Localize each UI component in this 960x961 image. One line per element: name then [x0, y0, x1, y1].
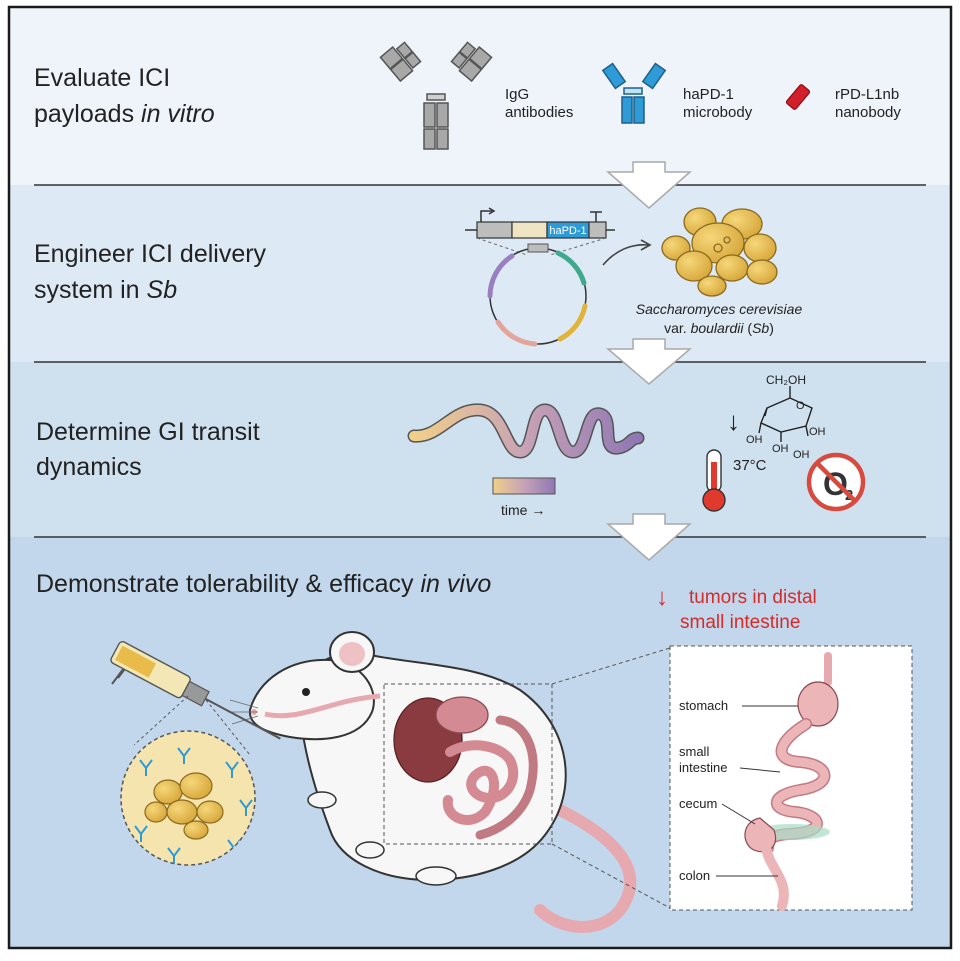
igg-label-line1: IgG: [505, 86, 529, 103]
mouse-intestine: [442, 740, 519, 825]
label-cecum: cecum: [679, 796, 717, 811]
panel-1-title-line2: payloads in vitro: [34, 100, 215, 128]
nanobody-icon: [785, 84, 811, 110]
outcome-arrow: ↓: [656, 584, 668, 611]
panel-1-title-plain: payloads: [34, 100, 141, 128]
glucose-ring-o: O: [796, 400, 805, 412]
yeast-paren-open: (: [744, 320, 753, 336]
glucose-oh-2: OH: [772, 443, 789, 455]
yeast-var-prefix: var.: [664, 320, 690, 336]
time-label: time →: [501, 502, 545, 518]
mouse-esophagus: [264, 693, 381, 719]
yeast-name-line1: Saccharomyces cerevisiae: [636, 301, 803, 317]
time-gradient-bar: [492, 477, 556, 495]
yeast-name-line2: var. boulardii (Sb): [664, 320, 774, 336]
glucose-ch2oh: CH₂OH: [766, 373, 806, 387]
nanobody-label-line2: nanobody: [835, 104, 901, 121]
panel-4-title: Demonstrate tolerability & efficacy in v…: [36, 570, 491, 598]
inset-cecum: [744, 817, 777, 853]
zoom-circle: [120, 730, 256, 866]
label-small-line2: intestine: [679, 760, 727, 775]
outcome-line1: tumors in distal: [689, 587, 817, 608]
temperature-label: 37°C: [733, 457, 767, 474]
yeast-var-name: boulardii: [691, 320, 745, 336]
no-oxygen-icon: O 2: [806, 452, 866, 512]
label-colon: colon: [679, 868, 710, 883]
panel-3-title-line1: Determine GI transit: [36, 418, 260, 446]
panel-3-background: [10, 362, 950, 537]
microbody-label-line1: haPD-1: [683, 86, 734, 103]
panel-1-title-line1: Evaluate ICI: [34, 64, 170, 92]
yeast-paren-close: ): [769, 320, 774, 336]
transform-arrow: [602, 244, 649, 266]
mouse-tail: [534, 804, 637, 933]
yeast-cluster: [661, 207, 778, 297]
mouse-eye: [302, 688, 310, 696]
terminator-icon: [590, 211, 602, 222]
glucose-oh-3: OH: [809, 426, 826, 438]
glucose-icon: [758, 386, 813, 442]
outer-frame: [7, 5, 953, 950]
panel-2-title-italic: Sb: [147, 276, 178, 304]
panel-1-title-italic: in vitro: [141, 100, 215, 128]
label-small-line1: small: [679, 744, 709, 759]
mouse-illustration: [228, 631, 637, 933]
gi-inset: stomach small intestine cecum colon: [669, 645, 913, 911]
nanobody-label-line1: rPD-L1nb: [835, 86, 899, 103]
inset-stomach: [797, 681, 839, 727]
microbody-icon: [601, 62, 667, 124]
low-sugar-arrow: ↓: [727, 406, 740, 436]
gene-label: haPD-1: [549, 225, 586, 237]
outcome-line2: small intestine: [680, 612, 800, 633]
promoter-arrow-icon: [480, 210, 492, 222]
syringe-icon: [110, 641, 281, 740]
plasmid-icon: [487, 243, 588, 347]
label-stomach: stomach: [679, 698, 728, 713]
mouse-back-paw: [415, 866, 457, 886]
microbody-label-line2: microbody: [683, 104, 753, 121]
glucose-oh-1: OH: [746, 434, 763, 446]
gene-cassette: haPD-1: [465, 207, 615, 239]
panel-4-title-plain: Demonstrate tolerability & efficacy: [36, 570, 420, 598]
yeast-abbrev: Sb: [752, 320, 769, 336]
panel-3-title-line2: dynamics: [36, 453, 142, 481]
igg-antibody-icon: [379, 41, 493, 150]
flow-arrow-2: [605, 338, 693, 385]
panel-2-title-line2: system in Sb: [34, 276, 177, 304]
panel-2-title-plain: system in: [34, 276, 147, 304]
igg-label-line2: antibodies: [505, 104, 573, 121]
mouse-head: [248, 658, 375, 741]
panel-2-background: [10, 185, 950, 362]
glucose-oh-4: OH: [793, 449, 810, 461]
panel-2-title-line1: Engineer ICI delivery: [34, 240, 267, 268]
panel-1-background: [10, 8, 950, 185]
mouse-front-paw: [307, 791, 337, 809]
flow-arrow-1: [606, 161, 692, 209]
flow-arrow-3: [606, 513, 692, 561]
panel-4-title-italic: in vivo: [420, 570, 491, 598]
mouse-stomach: [435, 696, 489, 734]
organ-zoom-box: [383, 683, 553, 845]
thermometer-icon: [702, 449, 726, 512]
inset-colon: [761, 843, 789, 911]
